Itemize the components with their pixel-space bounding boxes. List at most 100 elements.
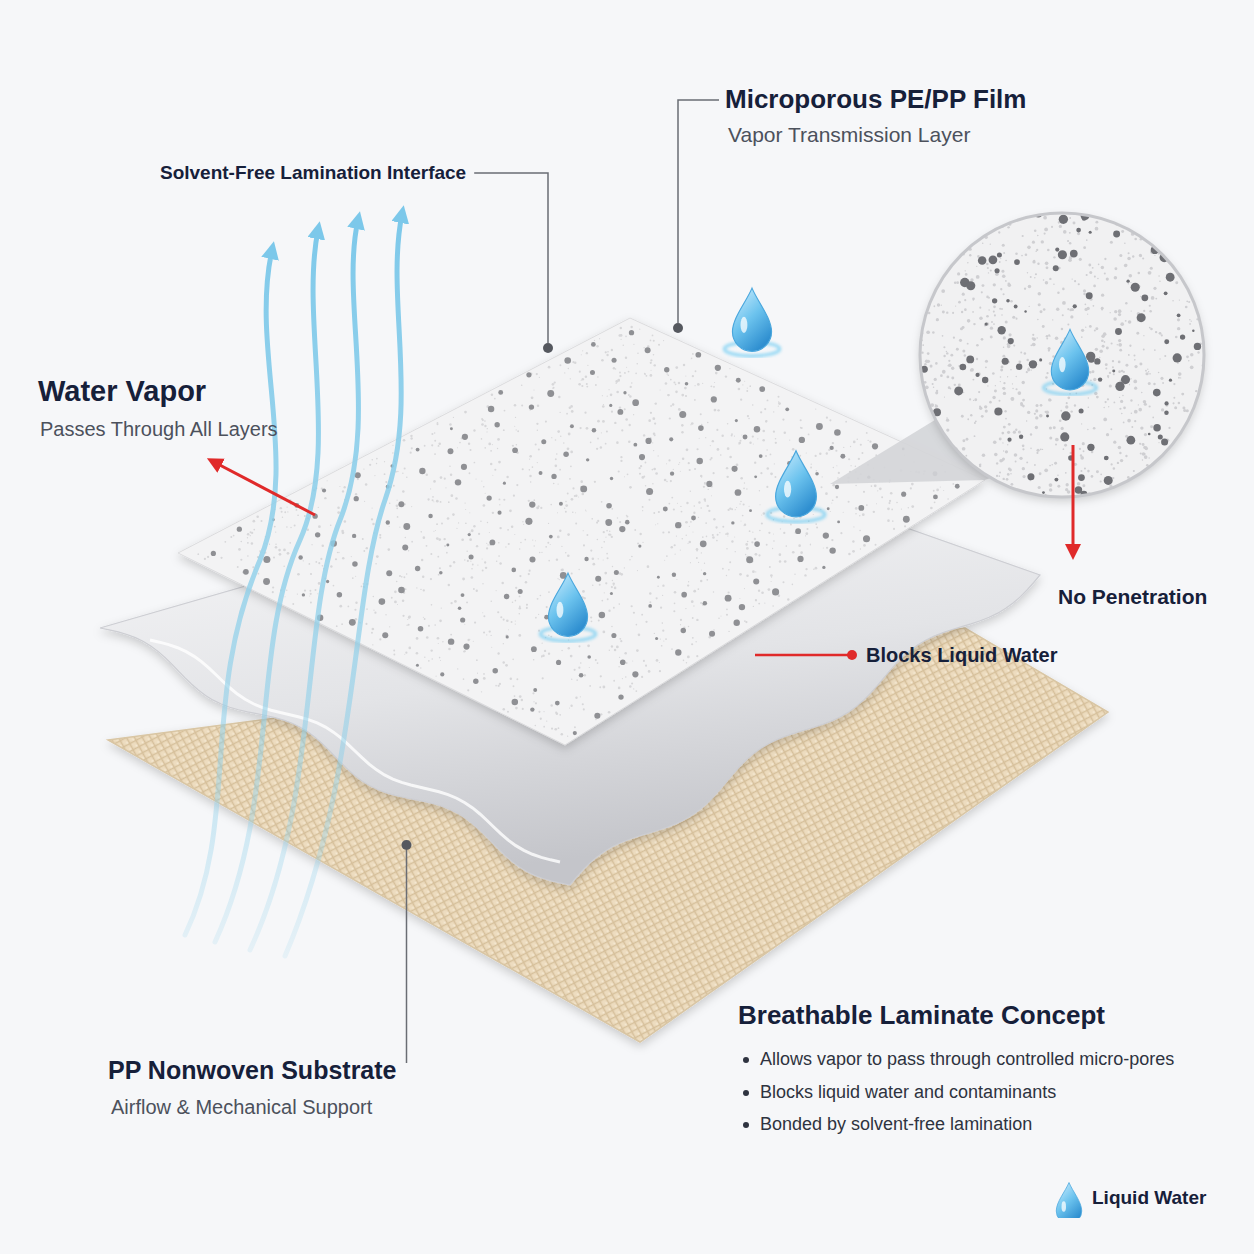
graphic-part: [480, 521, 482, 523]
graphic-part: [666, 555, 668, 557]
graphic-part: [1010, 369, 1011, 370]
graphic-part: [773, 534, 774, 535]
graphic-part: [450, 427, 453, 430]
graphic-part: [679, 411, 686, 418]
graphic-part: [297, 573, 300, 576]
graphic-part: [397, 471, 399, 473]
graphic-part: [516, 678, 518, 680]
graphic-part: [766, 544, 768, 546]
graphic-part: [752, 531, 753, 532]
graphic-part: [416, 637, 419, 640]
graphic-part: [371, 518, 373, 520]
graphic-part: [534, 389, 535, 390]
graphic-part: [974, 398, 977, 401]
graphic-part: [438, 643, 439, 644]
graphic-part: [263, 578, 270, 585]
graphic-part: [374, 475, 375, 476]
graphic-part: [361, 586, 363, 588]
graphic-part: [765, 420, 767, 422]
graphic-part: [591, 342, 596, 347]
graphic-part: [691, 358, 692, 359]
graphic-part: [372, 508, 373, 509]
graphic-part: [701, 424, 703, 426]
graphic-part: [379, 534, 381, 536]
graphic-part: [988, 309, 989, 310]
graphic-part: [607, 557, 609, 559]
graphic-part: [336, 625, 338, 627]
graphic-part: [584, 412, 586, 414]
graphic-part: [260, 520, 262, 522]
graphic-part: [675, 384, 677, 386]
graphic-part: [712, 534, 714, 536]
graphic-part: [962, 439, 965, 442]
graphic-part: [594, 713, 600, 719]
graphic-part: [602, 420, 605, 423]
graphic-part: [815, 455, 817, 457]
graphic-part: [308, 563, 310, 565]
graphic-part: [535, 617, 537, 619]
graphic-part: [603, 404, 604, 405]
graphic-part: [685, 382, 689, 386]
graphic-part: [1171, 449, 1174, 452]
graphic-part: [739, 598, 740, 599]
graphic-part: [682, 457, 684, 459]
graphic-part: [650, 359, 652, 361]
graphic-part: [1195, 425, 1198, 428]
graphic-part: [1066, 483, 1069, 486]
graphic-part: [826, 547, 828, 549]
graphic-part: [286, 589, 287, 590]
graphic-part: [811, 464, 812, 465]
graphic-part: [977, 480, 979, 482]
graphic-part: [499, 504, 500, 505]
graphic-part: [772, 588, 779, 595]
graphic-part: [471, 576, 474, 579]
graphic-part: [669, 437, 673, 441]
graphic-part: [411, 541, 413, 543]
graphic-part: [709, 631, 715, 637]
graphic-part: [447, 517, 450, 520]
graphic-part: [339, 605, 342, 608]
graphic-part: [619, 657, 620, 658]
graphic-part: [815, 408, 816, 409]
graphic-part: [580, 696, 581, 697]
graphic-part: [250, 535, 251, 536]
graphic-part: [459, 442, 461, 444]
graphic-part: [538, 505, 540, 507]
graphic-part: [464, 411, 467, 414]
graphic-part: [685, 395, 687, 397]
graphic-part: [729, 561, 731, 563]
graphic-part: [667, 394, 669, 396]
graphic-part: [739, 503, 740, 504]
graphic-part: [372, 523, 374, 525]
graphic-part: [488, 443, 491, 446]
graphic-part: [1127, 419, 1131, 423]
graphic-part: [920, 423, 922, 425]
graphic-part: [579, 427, 581, 429]
graphic-part: [415, 566, 420, 571]
graphic-part: [869, 441, 871, 443]
graphic-part: [826, 417, 828, 419]
graphic-part: [731, 540, 733, 542]
graphic-part: [469, 538, 472, 541]
graphic-part: [1015, 461, 1017, 463]
graphic-part: [586, 352, 588, 354]
graphic-part: [925, 249, 927, 251]
graphic-part: [314, 589, 316, 591]
graphic-part: [740, 521, 741, 522]
graphic-part: [1198, 434, 1200, 436]
graphic-part: [1090, 380, 1092, 382]
graphic-part: [410, 452, 412, 454]
graphic-part: [287, 552, 290, 555]
graphic-part: [631, 605, 633, 607]
graphic-part: [703, 572, 706, 575]
graphic-part: [744, 482, 745, 483]
graphic-part: [603, 559, 604, 560]
graphic-part: [639, 329, 640, 330]
graphic-part: [1138, 408, 1142, 412]
graphic-part: [1030, 433, 1032, 435]
graphic-part: [1112, 366, 1114, 368]
graphic-part: [352, 561, 357, 566]
graphic-part: [499, 498, 501, 500]
graphic-part: [738, 388, 741, 391]
graphic-part: [572, 487, 574, 489]
